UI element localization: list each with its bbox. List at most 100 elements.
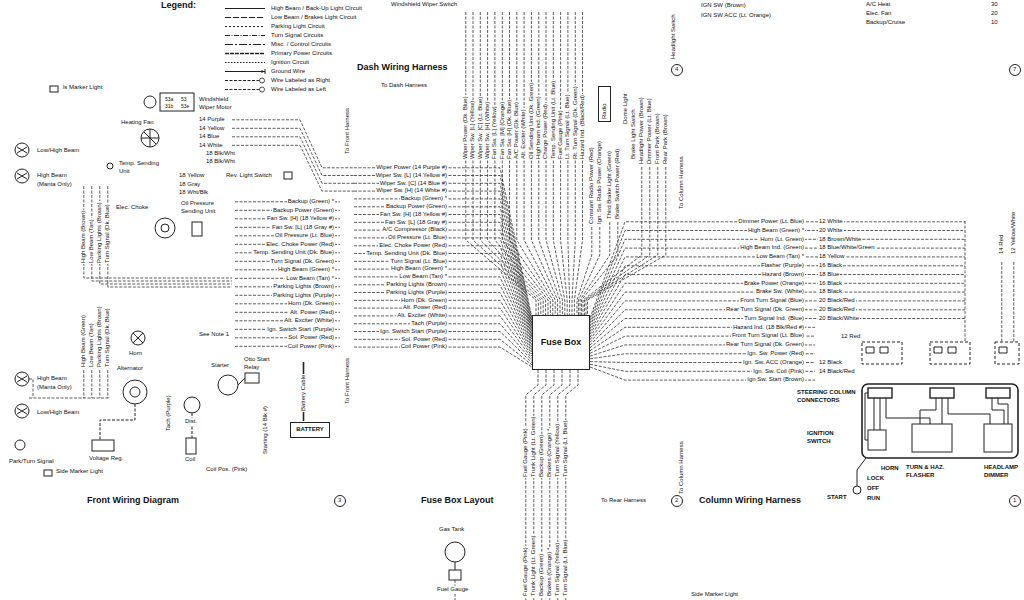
component-name: BATTERY — [296, 426, 324, 434]
wire — [354, 183, 532, 322]
wire — [83, 370, 84, 398]
heating-fan-symbol — [141, 129, 159, 147]
wire-label: High Beam (Green) * — [390, 265, 448, 273]
legend-sample — [225, 62, 265, 63]
wire — [574, 12, 582, 315]
wire-label: 4 — [674, 66, 679, 74]
wire — [354, 332, 532, 363]
wire-label: To Column Harness — [678, 440, 686, 495]
wire — [590, 292, 965, 340]
wire — [590, 283, 965, 337]
wire — [354, 285, 532, 350]
wire-label: 12 Red — [840, 333, 861, 341]
wire-label: 18 Brown/White — [818, 236, 862, 244]
wire — [100, 186, 232, 284]
wire-label: 30 — [990, 1, 999, 9]
wire — [232, 120, 354, 168]
wire-label: 18 Blue/White/Green — [818, 244, 876, 252]
wire-label: Park/Turn Signal — [8, 458, 54, 466]
steering-column-outline — [862, 384, 1018, 458]
relay-symbol — [245, 373, 259, 383]
sender-wire — [455, 562, 456, 570]
wire-label: To Rear Harness — [600, 497, 647, 505]
wire — [354, 215, 532, 331]
wire-label: Legend: — [160, 0, 197, 11]
wire-label: Turn Signal (Lt. Blue) — [390, 258, 448, 266]
wire-label: (Manta Only) — [36, 384, 73, 392]
wire-label: Turn Signal Ind. (Blue) — [743, 315, 805, 323]
wire-label: Oil Pressure (Lt. Blue) — [387, 234, 448, 242]
wire-label: To Front Harness — [344, 107, 352, 155]
wire-label: Alt. Exciter (White) — [283, 317, 335, 325]
wire-label: Parking Lights (Brown) — [272, 283, 335, 291]
wire — [99, 370, 100, 398]
wire-label: Trunk Light (Lt. Green) — [530, 535, 538, 597]
legend-text: High Beam / Back-Up Light Circuit — [270, 5, 363, 13]
wire-label: 16 Black — [818, 262, 843, 270]
wiper-motor-terminal-block — [160, 93, 194, 111]
wire-label: Tach (Purple) — [410, 320, 448, 328]
wire-label: Low/High Beam — [36, 409, 80, 417]
wire-label: 14 Yellow — [198, 125, 225, 133]
fan-blades — [141, 129, 159, 147]
wire-label: Hazard Ind. (Black/Red) — [579, 94, 587, 160]
wire-label: Brake Switch Power (Red) — [614, 148, 622, 220]
component-symbols — [15, 65, 1021, 581]
wire-label: Front Park (Brown) — [654, 112, 662, 165]
wire-label: Brake Power (Orange) — [743, 280, 805, 288]
wire-label: Fan Sw. [H] (18 Yellow #) — [379, 211, 448, 219]
wire-label: Flasher (Purple) — [760, 262, 805, 270]
wire-label: Ign. Sw. Coil (Pink) — [752, 368, 805, 376]
starter-wire — [238, 378, 245, 385]
wire-label: Voltage Reg. — [88, 455, 124, 463]
wire-label: High Beam (Green) — [80, 314, 88, 368]
wire-label: Starter — [210, 362, 230, 370]
wire-label: Low Beam (Tan) — [88, 322, 96, 368]
legend-sample — [225, 71, 265, 72]
wire-label: Elec. Fan — [865, 10, 892, 18]
wire-label: High Beam (Green) * — [747, 227, 805, 235]
wire-label: Coil — [184, 456, 196, 464]
ignition-wire — [857, 458, 866, 486]
wire-label: Backup (Green) — [538, 434, 546, 478]
wire-label: Backup (Green) — [538, 553, 546, 597]
wire-label: Column Wiring Harness — [698, 495, 802, 506]
wire-label: 53 — [180, 96, 188, 103]
wire-label: Oil Pressure (Lt. Blue) — [274, 232, 335, 240]
wire-label: Oil Pressure Sending Unit — [180, 200, 230, 215]
wire-label: Turn Signal (Dk. Green) — [270, 258, 335, 266]
component-name: Radio — [601, 103, 609, 119]
wire-label: Ign. Switch Start (Purple) — [266, 326, 335, 334]
wire-label: 14 Blue — [198, 133, 220, 141]
column-wires — [865, 393, 1008, 440]
wire-label: Ign Sw. Start (Brown) — [746, 376, 805, 384]
wire-label: 53a — [164, 96, 174, 103]
temp-sender-symbol — [107, 163, 113, 169]
wire-label: To Column Harness — [678, 155, 686, 210]
wire — [466, 12, 536, 315]
wire-label: Elec. Choke Power (Red) — [265, 241, 335, 249]
wire — [524, 12, 555, 315]
wire — [553, 12, 565, 315]
wire — [590, 231, 965, 321]
wire-label: Alt. Power (Red) — [289, 309, 335, 317]
gas-tank-symbol — [445, 542, 465, 562]
ground-symbol — [262, 69, 265, 74]
wire-label: 18 Yellow — [818, 253, 845, 261]
wire-label: Parking Lights (Brown) — [96, 305, 104, 368]
column-connector-block — [986, 388, 1010, 398]
legend-sample — [225, 8, 265, 9]
choke-symbol — [161, 224, 169, 232]
wire-label: Parking Lights (Purple) — [272, 292, 335, 300]
wire-label: Brakes (Orange) * — [546, 547, 554, 597]
wire-label: 20 Black/Red — [818, 297, 856, 305]
wire — [354, 207, 532, 329]
legend-text: Ground Wire — [270, 68, 306, 76]
column-connector-block — [868, 388, 892, 398]
wire — [29, 398, 110, 399]
horn-switch-symbol — [868, 430, 886, 450]
wire-label: Parking Lights (Brown) — [96, 201, 104, 264]
wire-label: Charge Power (Red) — [542, 103, 550, 160]
legend-sample — [225, 80, 265, 81]
